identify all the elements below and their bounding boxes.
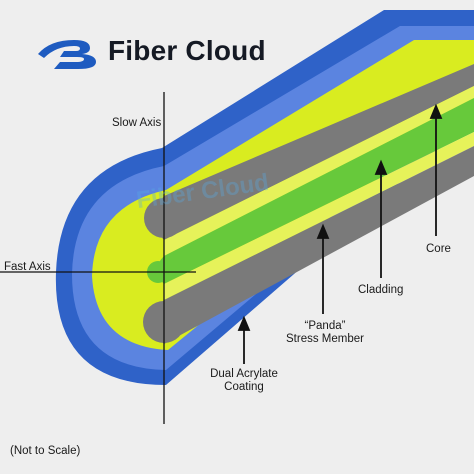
stress-member-label-line2: Stress Member — [286, 333, 364, 345]
slow-axis-label: Slow Axis — [112, 117, 162, 129]
coating-label: Dual Acrylate Coating — [198, 368, 290, 394]
coating-label-line2: Coating — [224, 381, 264, 393]
stress-pointer-head — [316, 223, 330, 239]
cladding-pointer-head — [374, 159, 388, 175]
core-strip — [157, 98, 474, 284]
lower-stress-member — [153, 146, 474, 344]
stress-member-label: “Panda” Stress Member — [282, 320, 368, 346]
core-pointer-head — [429, 103, 443, 119]
brand-name: Fiber Cloud — [108, 35, 266, 66]
brand-header: Fiber Cloud — [34, 28, 266, 74]
upper-separator — [164, 86, 474, 256]
coating-pointer-head — [237, 315, 251, 331]
lower-separator — [164, 132, 474, 300]
stress-member-label-line1: “Panda” — [304, 320, 346, 332]
core-label: Core — [426, 243, 451, 255]
stylized-b-logo-icon — [38, 40, 96, 69]
fast-axis-label: Fast Axis — [4, 261, 51, 273]
coating-label-line1: Dual Acrylate — [210, 368, 278, 380]
scale-note: (Not to Scale) — [10, 445, 81, 457]
upper-stress-member — [155, 64, 474, 240]
cladding-label: Cladding — [358, 284, 404, 296]
